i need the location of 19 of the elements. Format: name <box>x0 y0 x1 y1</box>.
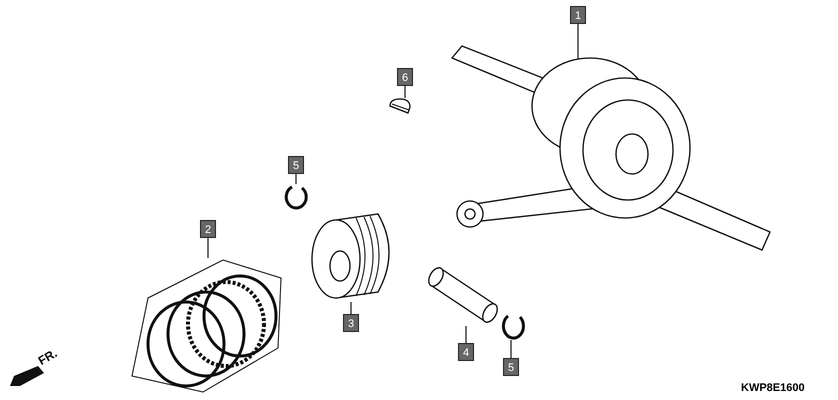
callout-number: 4 <box>458 343 474 361</box>
callout-number: 1 <box>570 6 586 24</box>
leader-line <box>350 302 352 314</box>
direction-label: FR. <box>36 346 60 368</box>
leader-line <box>295 174 297 184</box>
leader-line <box>510 340 512 358</box>
leader-line <box>207 238 209 258</box>
callout-number: 5 <box>503 358 519 376</box>
key-drawing <box>388 98 412 114</box>
callout-number: 5 <box>288 156 304 174</box>
leader-line <box>404 86 406 98</box>
circlip-drawing <box>500 312 526 340</box>
callout-number: 3 <box>343 314 359 332</box>
leader-line <box>577 24 579 59</box>
figure-code: KWP8E1600 <box>741 382 805 394</box>
leader-line <box>465 326 467 343</box>
circlip-drawing <box>284 184 306 210</box>
callout-number: 2 <box>200 220 216 238</box>
callout-number: 6 <box>397 68 413 86</box>
